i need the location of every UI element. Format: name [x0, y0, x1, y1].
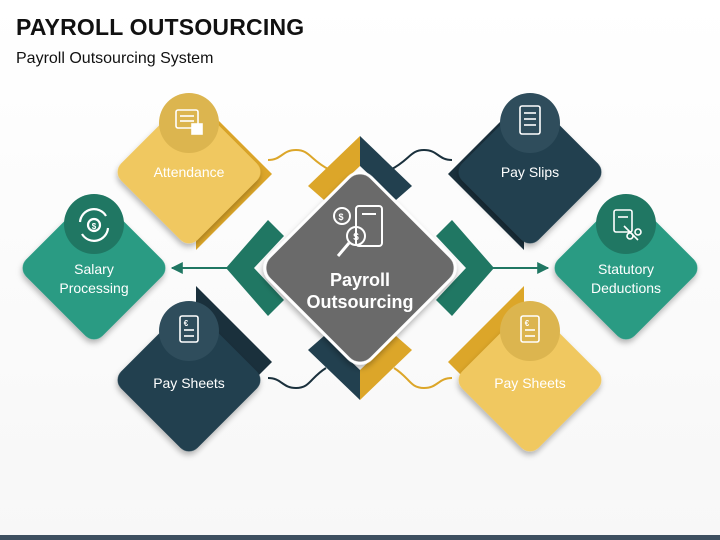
cycle-dollar-icon [78, 208, 110, 242]
connector-pay-sheets-left [267, 367, 327, 390]
center-accent-right [436, 220, 494, 316]
center-accent-left [226, 220, 284, 316]
center-node: $ $ Payroll Outsourcing [263, 171, 457, 365]
node-attendance[interactable]: Attendance [113, 93, 272, 250]
bottom-bar [0, 535, 720, 540]
payroll-search-icon [333, 205, 383, 257]
pay-sheets-right-label: Pay Sheets [494, 375, 566, 391]
page-subtitle: Payroll Outsourcing System [16, 50, 214, 67]
svg-text:€: € [525, 319, 530, 328]
connector-attendance [267, 148, 331, 171]
pay-sheets-left-label: Pay Sheets [153, 375, 225, 391]
statutory-deductions-label-line1: Statutory [598, 261, 654, 277]
salary-processing-label-line2: Processing [59, 280, 128, 296]
center-accent-bottom-right [360, 336, 412, 400]
node-pay-sheets-right[interactable]: € Pay Sheets [448, 286, 606, 456]
center-accent-bottom-left [308, 336, 360, 400]
node-pay-sheets-left[interactable]: € Pay Sheets [113, 286, 272, 456]
center-accent-top-right [360, 136, 412, 200]
calculator-icon [175, 109, 203, 135]
center-accent-top-left [308, 136, 360, 200]
attendance-label: Attendance [154, 164, 225, 180]
node-pay-slips[interactable]: Pay Slips [448, 93, 606, 250]
svg-text:$: $ [338, 212, 343, 222]
statutory-deductions-label-line2: Deductions [591, 280, 661, 296]
svg-text:€: € [184, 319, 189, 328]
connector-pay-slips [389, 148, 453, 171]
center-label-line1: Payroll [330, 270, 390, 290]
node-statutory-deductions[interactable]: Statutory Deductions [550, 192, 703, 345]
salary-processing-label-line1: Salary [74, 261, 114, 277]
svg-text:$: $ [353, 232, 359, 243]
connector-pay-sheets-right [393, 367, 453, 390]
svg-text:$: $ [92, 222, 97, 231]
euro-document-icon [520, 315, 540, 343]
page-title: PAYROLL OUTSOURCING [16, 14, 305, 40]
euro-document-icon [179, 315, 199, 343]
document-scissors-icon [613, 209, 642, 241]
pay-slips-label: Pay Slips [501, 164, 559, 180]
center-label-line2: Outsourcing [307, 292, 414, 312]
receipt-icon [519, 105, 541, 135]
node-salary-processing[interactable]: $ Salary Processing [18, 192, 171, 345]
